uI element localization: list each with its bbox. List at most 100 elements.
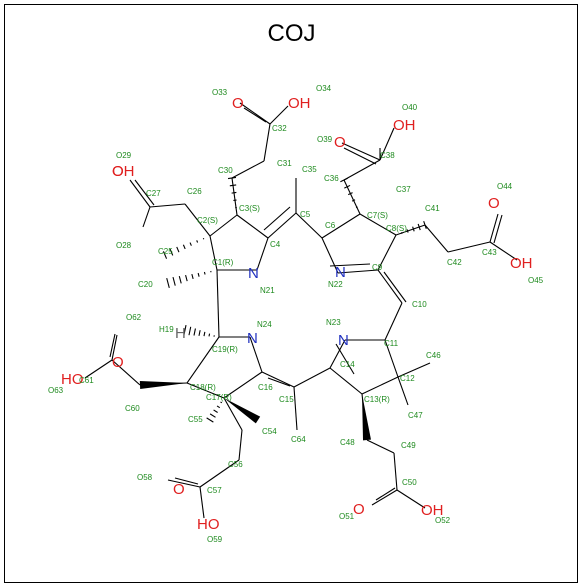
- viewer-frame: [4, 4, 578, 583]
- bond: [293, 367, 331, 388]
- oxygen-atom: O: [353, 501, 365, 518]
- bond: [371, 489, 398, 506]
- atom-label: C1(R): [212, 258, 234, 267]
- bond: [447, 241, 491, 253]
- bond: [236, 214, 269, 239]
- oxygen-atom: O: [488, 195, 500, 212]
- bond: [321, 213, 361, 239]
- atom-label: C3(S): [239, 204, 260, 213]
- double-bond-line: [109, 333, 116, 358]
- atom-label: C47: [408, 411, 423, 420]
- atom-label: C49: [401, 441, 416, 450]
- atom-label: O44: [497, 182, 513, 191]
- atom-label: C36: [324, 174, 339, 183]
- atom-label: C20: [138, 280, 153, 289]
- atom-label: O34: [316, 84, 332, 93]
- hashed-bond: [166, 270, 212, 288]
- bond: [295, 212, 323, 239]
- bond: [267, 212, 297, 239]
- oxygen-atom: OH: [393, 117, 416, 134]
- bond: [216, 269, 220, 338]
- double-bond-line: [243, 107, 267, 123]
- atom-label: O29: [116, 151, 132, 160]
- atom-label: C12: [400, 374, 415, 383]
- atom-label: C5: [300, 210, 311, 219]
- atom-label: C15: [279, 395, 294, 404]
- bond: [395, 224, 426, 236]
- oxygen-atom: HO: [61, 371, 84, 388]
- atom-label: O62: [126, 313, 142, 322]
- wedge-bond: [224, 398, 261, 424]
- hydrogen-atom: H: [175, 325, 186, 342]
- atom-label: O63: [48, 386, 64, 395]
- double-bond-line: [343, 147, 377, 165]
- bond: [111, 359, 141, 386]
- atom-label: O59: [207, 535, 223, 544]
- hashed-bond: [206, 401, 223, 423]
- bond: [396, 489, 426, 509]
- atom-label: C35: [302, 165, 317, 174]
- atom-label: C4: [270, 240, 281, 249]
- atom-label: C19(R): [212, 345, 238, 354]
- atom-label: C6: [325, 221, 336, 230]
- nitrogen-atom: N: [248, 265, 259, 282]
- atom-label: H19: [159, 325, 174, 334]
- atom-label: C64: [291, 435, 306, 444]
- atom-label: C27: [146, 189, 161, 198]
- double-bond-line: [174, 477, 199, 485]
- bond: [231, 177, 238, 216]
- atom-label: C41: [425, 204, 440, 213]
- hashed-bond: [401, 221, 427, 234]
- atom-label: C30: [218, 166, 233, 175]
- hashed-bond: [183, 324, 215, 337]
- atom-label: C7(S): [367, 211, 388, 220]
- bond: [393, 452, 398, 491]
- double-bond-line: [329, 263, 371, 267]
- bond: [186, 336, 220, 384]
- bond: [209, 214, 238, 237]
- double-bond-line: [383, 271, 407, 303]
- oxygen-atom: O: [334, 134, 346, 151]
- bond: [184, 203, 211, 237]
- atom-label: C25: [158, 247, 173, 256]
- bond: [261, 371, 295, 388]
- atom-label: O40: [402, 103, 418, 112]
- atom-label: C14: [340, 360, 355, 369]
- oxygen-atom: OH: [421, 502, 444, 519]
- double-bond-line: [134, 179, 155, 206]
- double-bond-line: [375, 487, 396, 501]
- atom-label: C26: [187, 187, 202, 196]
- bond: [384, 339, 399, 378]
- bond: [209, 235, 218, 271]
- bond: [263, 123, 271, 162]
- atom-label: N24: [257, 320, 272, 329]
- bond: [341, 142, 381, 161]
- wedge-bond: [362, 394, 371, 441]
- oxygen-atom: OH: [112, 163, 135, 180]
- atom-label: N21: [260, 286, 275, 295]
- bond: [238, 429, 243, 461]
- wedge-bond: [139, 381, 187, 389]
- atom-label: C17(R): [206, 393, 232, 402]
- double-bond-line: [493, 214, 503, 244]
- atom-label: N22: [328, 280, 343, 289]
- bond: [397, 362, 431, 378]
- atom-label: C43: [482, 248, 497, 257]
- bond: [329, 339, 346, 369]
- bond: [149, 203, 186, 208]
- bond: [343, 179, 361, 215]
- atom-label: C46: [426, 351, 441, 360]
- bond: [223, 371, 263, 399]
- bond: [397, 376, 409, 406]
- bond: [199, 486, 205, 519]
- bond: [249, 336, 263, 373]
- molecule-title: COJ: [267, 20, 316, 47]
- nitrogen-atom: N: [338, 332, 349, 349]
- oxygen-atom: O: [112, 354, 124, 371]
- nitrogen-atom: N: [335, 264, 346, 281]
- oxygen-atom: OH: [510, 255, 533, 272]
- atom-label: C38: [380, 151, 395, 160]
- bond: [329, 367, 363, 395]
- bond: [366, 439, 395, 454]
